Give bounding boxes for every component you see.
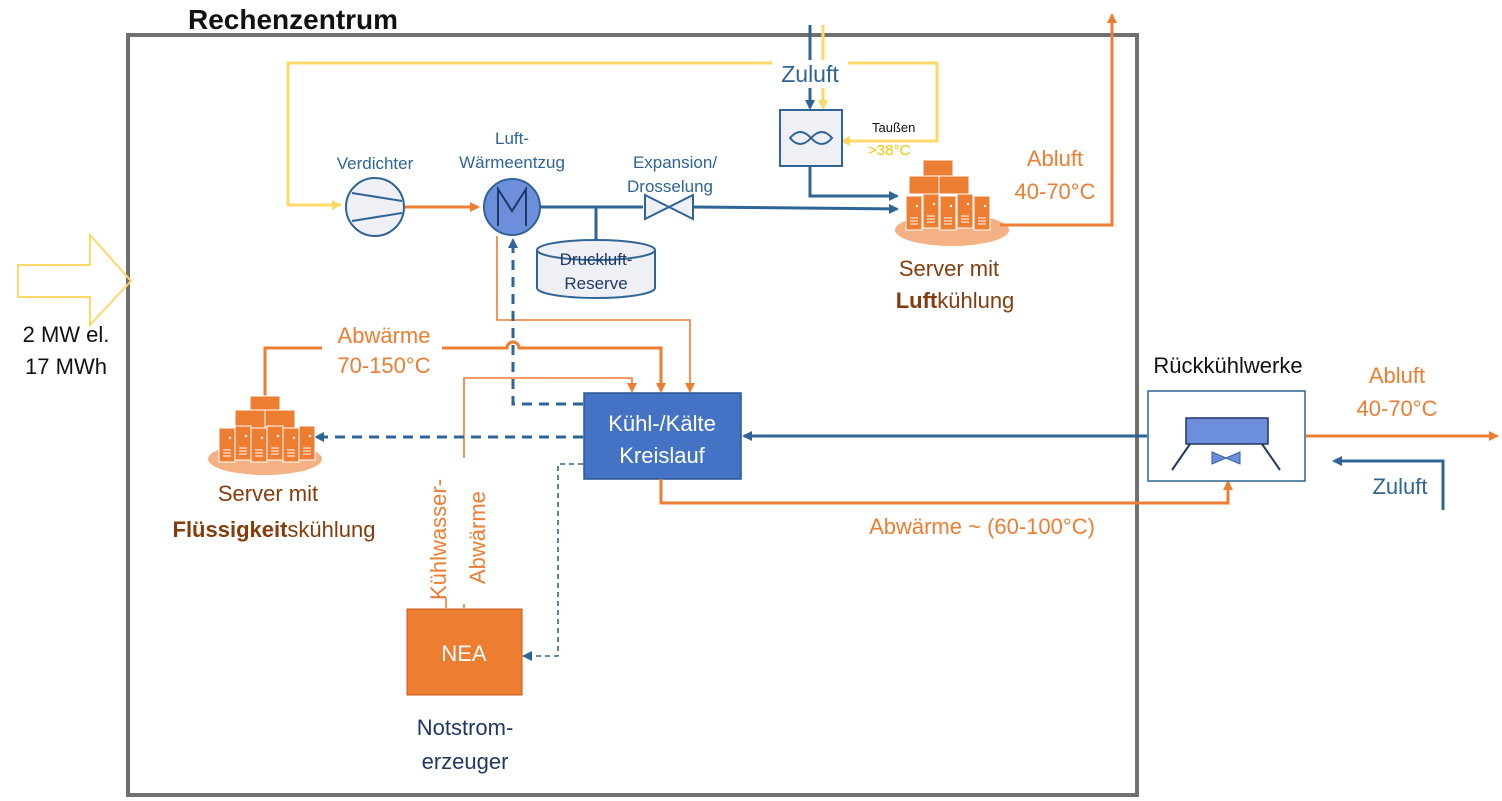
druckluft-reserve-top [536,239,656,261]
server-fluid-cooling-icon [208,395,322,475]
luft-label-1: Luft- [495,129,529,148]
power-input-label-1: 2 MW el. [23,322,110,347]
zuluft-label-bg [772,60,848,88]
rueckkuehl-leg-left [1171,443,1191,471]
rueckkuehl-leg-right [1261,443,1281,471]
server-fluessig-bold: Flüssigkeit [173,517,289,542]
ambient-air-loop-line [286,61,939,207]
rueckkuehlwerke-label: Rückkühlwerke [1153,353,1302,378]
abwaerme-left-label-1: Abwärme [338,323,431,348]
server-air-cooling-icon [895,159,1009,246]
server-fluessig-rest: skühlung [287,517,375,542]
abwaerme-bottom-line [659,479,1233,505]
abwaerme-left-label-2: 70-150°C [337,353,430,378]
server-luft-rest: kühlung [937,288,1014,313]
heat-recovery-thin-line [496,236,695,393]
rueckkuehlwerk-coil [1185,417,1269,445]
zuluft-right-label: Zuluft [1372,474,1427,499]
power-input-label-2: 17 MWh [25,354,107,379]
notstrom-label-2: erzeuger [422,749,509,774]
cooling-to-nea-dashed-line [522,463,583,661]
zuluft-right-line [1332,456,1445,510]
abwaerme-vertical-label: Abwärme [465,491,490,584]
heat-exchanger-icon [497,185,527,226]
abluft-top-label-2: 40-70°C [1015,179,1096,204]
server-luft-label-1: Server mit [899,256,999,281]
druckluft-label-1: Druckluft- [560,250,633,269]
taussen-value: >38°C [868,142,910,159]
expansion-label-1: Expansion/ [633,153,717,172]
verdichter-symbol [345,177,405,237]
diagram-title: Rechenzentrum [188,4,398,35]
abluft-top-line [1000,13,1117,227]
druckluft-label-2: Reserve [564,274,627,293]
kuehlwasser-label: Kühlwasser- [426,479,451,600]
verdichter-label: Verdichter [337,154,414,173]
abluft-right-label-1: Abluft [1369,363,1425,388]
expansion-label-2: Drosselung [627,177,713,196]
taussen-label: Taußen [872,120,915,135]
abluft-right-label-2: 40-70°C [1357,396,1438,421]
server-fluessig-label-1: Server mit [218,481,318,506]
fan-to-server-line [808,166,899,201]
server-fluessig-label-2: Flüssigkeitskühlung [173,517,376,542]
abwaerme-fluid-line [263,340,666,398]
nea-label: NEA [441,641,487,666]
kreislauf-label-2: Kreislauf [619,443,705,468]
kreislauf-label-1: Kühl-/Kälte [608,411,716,436]
abluft-top-label-1: Abluft [1027,146,1083,171]
abwaerme-label-bg [322,320,442,376]
cooling-return-dashed-line [508,238,583,406]
expansion-valve-symbol [644,193,694,221]
power-input-arrow [17,232,133,328]
server-luft-label-2: Luftkühlung [896,288,1015,313]
datacenter-frame [126,33,1139,797]
kreislauf-box [583,392,742,480]
nea-box [406,608,523,696]
expansion-to-server-line [692,203,899,214]
rueckkuehl-fan-icon [1211,451,1241,465]
heat-exchanger-symbol [483,178,541,236]
fan-icon [788,131,834,145]
server-luft-bold: Luft [896,288,938,313]
zuluft-top-label: Zuluft [781,61,839,87]
notstrom-label-1: Notstrom- [417,715,514,740]
luft-label-2: Wärmeentzug [459,153,565,172]
abwaerme-bottom-label: Abwärme ~ (60-100°C) [869,514,1095,539]
vertical-labels-bg [420,458,492,604]
verdichter-icon [351,192,403,222]
druckluft-reserve-tank [536,250,656,299]
